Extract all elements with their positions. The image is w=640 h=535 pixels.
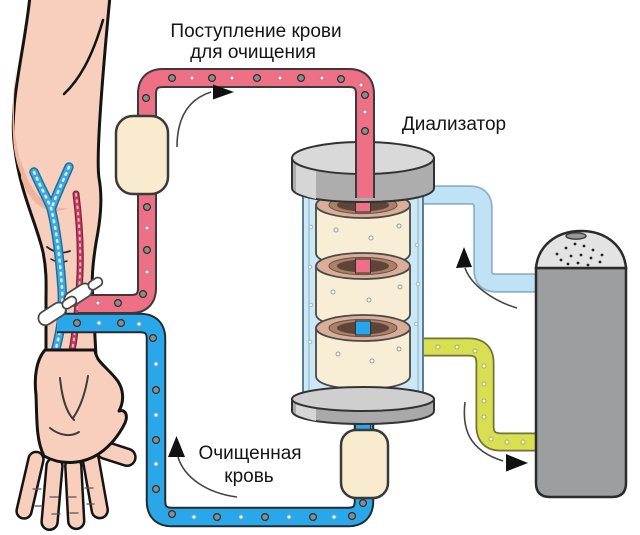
- label-clean-blood-line1: Очищенная: [198, 443, 301, 464]
- filter-disc-3: [315, 314, 411, 390]
- arrow-head-up-icon: [456, 247, 472, 268]
- vein: [29, 162, 74, 365]
- arrow-head-right-icon: [213, 84, 234, 100]
- tank-opening: [565, 232, 587, 240]
- finger-middle: [64, 456, 86, 531]
- tank-dome: [534, 229, 628, 270]
- arm-shading-left: [12, 62, 37, 200]
- dialysate-up-arrow: [456, 247, 518, 309]
- label-clean-blood-line2: кровь: [224, 466, 274, 487]
- dialysate-to-tank-arrow: [463, 401, 528, 472]
- label-blood-in-line1: Поступление крови: [170, 21, 341, 42]
- glass-bubbles: [307, 224, 421, 345]
- filter-disc-2: [315, 252, 411, 328]
- used-dialysate-tube: [418, 337, 540, 452]
- finger-ring: [40, 456, 64, 532]
- blood-tube-dots: [95, 73, 370, 308]
- arrow-head-right-icon: [506, 454, 528, 472]
- patient-arm: [11, 0, 137, 532]
- dialysate-tank: [534, 229, 628, 499]
- finger-pinky: [15, 450, 45, 520]
- arm-shading-elbow: [21, 160, 68, 212]
- palm-creases: [49, 375, 89, 437]
- drip-chamber-arterial: [114, 114, 170, 196]
- clean-blood-tube: [57, 312, 375, 528]
- catheter-venous: [37, 295, 78, 327]
- label-blood-in-line2: для очищения: [190, 42, 316, 63]
- used-dialysate-tube-dots: [435, 344, 526, 445]
- clean-blood-tube-dots: [72, 319, 368, 521]
- tank-dome-perforations: [555, 242, 604, 267]
- dialyzer: [291, 141, 435, 433]
- hand: [15, 348, 137, 532]
- armpit-fold-line: [62, 18, 105, 96]
- label-dialyzer: Диализатор: [402, 114, 506, 135]
- finger-creases: [32, 487, 95, 515]
- tank-body: [534, 266, 628, 499]
- drip-chamber-venous: [339, 428, 390, 500]
- blood-to-dialyzer-arrow: [176, 84, 234, 148]
- clean-blood-return-arrow: [168, 436, 238, 498]
- dialyzer-base: [291, 386, 435, 426]
- fresh-dialysate-tube: [418, 185, 540, 293]
- arrow-head-up-icon: [168, 436, 185, 457]
- diagram-labels: Поступление крови для очищения Диализато…: [170, 21, 506, 487]
- palm: [33, 348, 128, 464]
